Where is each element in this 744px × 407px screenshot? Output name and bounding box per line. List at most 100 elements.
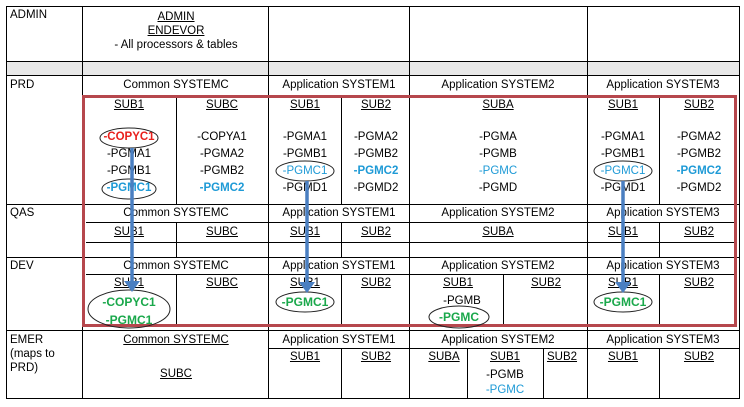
system-header: Common SYSTEMC [123,334,229,346]
grid-line [86,222,736,223]
member-item: -PGMC2 [676,165,722,177]
row-label-dev: DEV [10,260,34,272]
grid-line [341,348,342,399]
subsystem-label: SUB2 [360,226,392,238]
system-header: Application SYSTEM3 [606,260,720,272]
subsystem-label: SUB1 [607,99,639,111]
member-item: -PGMC [478,165,518,177]
grid-line [176,274,177,327]
system-header: Application SYSTEM3 [606,334,720,346]
subsystem-label: SUBA [482,99,514,111]
system-header: Application SYSTEM3 [606,207,720,219]
member-item: -PGMC1 [281,295,329,309]
subsystem-label: SUBC [206,99,238,111]
member-item: -PGMD [478,182,518,194]
grid-line [268,348,739,349]
row-label-emer: EMER [10,334,44,346]
system-header: Common SYSTEMC [123,260,229,272]
member-item: -PGMB [443,295,481,307]
member-item: -PGMB1 [600,148,646,160]
subsystem-label: SUB1 [489,351,521,363]
system-header: Application SYSTEM2 [441,79,555,91]
member-item: -PGMA1 [282,131,328,143]
member-item: -PGMC [439,310,479,324]
row-label-prd: PRD [10,79,35,91]
subsystem-label: SUB1 [289,99,321,111]
system-header: Application SYSTEM2 [441,334,555,346]
copyc1-ellipse [99,127,159,149]
grid-line [6,6,739,7]
highlight-box [82,95,737,327]
grid-line [467,348,468,399]
dev-pgmc-ellipse [428,305,490,329]
admin-title: ADMIN [157,11,195,23]
grid-line [587,6,588,399]
subsystem-label: SUB2 [683,277,715,289]
pgmc1-ellipse [275,160,335,182]
grid-line [6,330,739,331]
admin-endevor: ENDEVOR [147,25,205,37]
separator-band [7,61,739,75]
subsystem-label: SUB2 [546,351,578,363]
grid-line [409,6,410,399]
row-label-qas: QAS [10,207,35,219]
subsystem-label: SUB1 [442,277,474,289]
member-item: -PGMA2 [199,148,245,160]
subsystem-label: SUB2 [360,351,392,363]
grid-line [659,222,660,258]
grid-line [341,222,342,258]
subsystem-label: SUB2 [360,99,392,111]
subsystem-label: SUBC [160,368,192,380]
grid-line [341,274,342,327]
member-item: -PGMB1 [106,165,152,177]
arrow-head [124,281,140,292]
subsystem-label: SUB1 [113,99,145,111]
member-item: -COPYC1 [103,131,155,143]
member-item: -PGMC1 [600,165,646,177]
subsystem-label: SUB1 [289,351,321,363]
member-item: -PGMA1 [106,148,152,160]
member-item: -PGMC2 [199,182,245,194]
subsystem-label: SUB2 [530,277,562,289]
grid-line [86,274,736,275]
grid-line [659,95,660,205]
dev-pgmc1-ellipse [593,291,653,313]
grid-line [739,6,740,399]
member-item: -PGMB [479,148,517,160]
member-item: -COPYC1 [102,295,156,309]
grid-line [6,204,739,205]
member-item: -PGMA2 [353,131,399,143]
grid-line [341,95,342,205]
member-item: -PGMB2 [676,148,722,160]
subsystem-label: SUB1 [289,226,321,238]
grid-line [6,61,739,62]
system-header: Application SYSTEM3 [606,79,720,91]
member-item: -PGMA [479,131,517,143]
subsystem-label: SUBC [206,226,238,238]
system-header: Application SYSTEM2 [441,207,555,219]
grid-line [659,348,660,399]
member-item: -COPYA1 [197,131,247,143]
member-item: -PGMD2 [353,182,399,194]
system-header: Application SYSTEM1 [282,207,396,219]
grid-line [6,75,739,76]
system-header: Application SYSTEM1 [282,260,396,272]
member-item: -PGMB [486,369,524,381]
member-item: -PGMA1 [600,131,646,143]
admin-note: - All processors & tables [114,39,238,51]
member-item: -PGMC1 [599,295,647,309]
subsystem-label: SUBA [482,226,514,238]
grid-line [6,398,739,399]
subsystem-label: SUB1 [607,351,639,363]
row-label-emer-note: PRD) [10,362,39,374]
grid-line [6,257,739,258]
member-item: -PGMB2 [199,165,245,177]
system-header: Common SYSTEMC [123,207,229,219]
pgmc1-ellipse [593,160,653,182]
subsystem-label: SUBA [428,351,460,363]
dev-pgmc1-ellipse [275,291,335,313]
dev-common-ellipse [87,289,171,329]
pgmc1-ellipse [101,178,157,200]
subsystem-label: SUB1 [113,226,145,238]
